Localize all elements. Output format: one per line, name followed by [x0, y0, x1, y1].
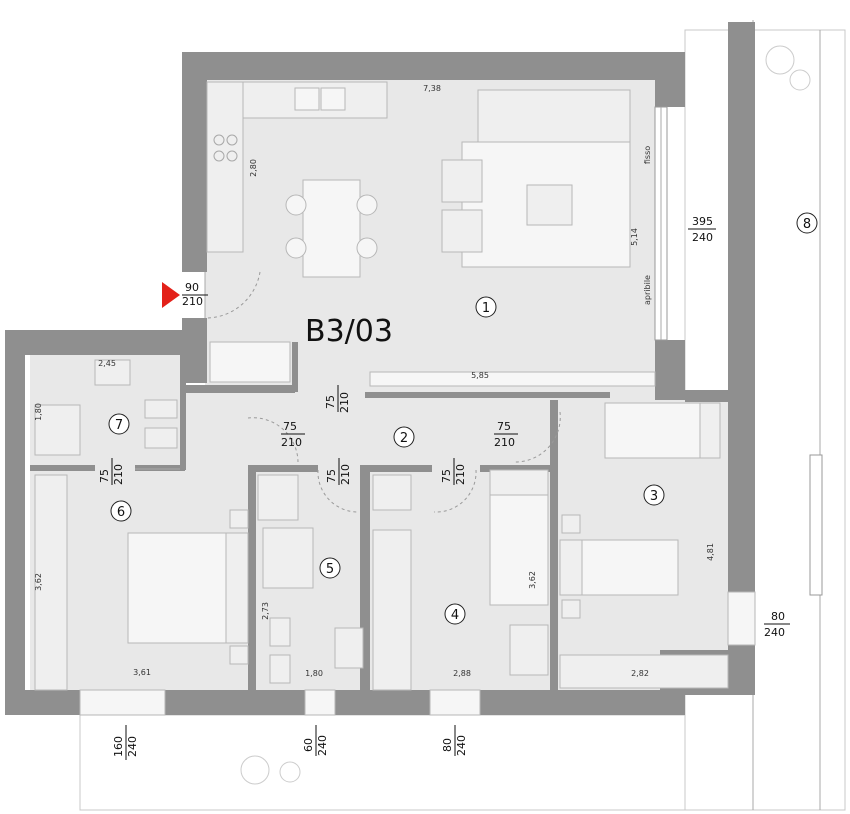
svg-text:210: 210 — [281, 436, 302, 449]
bathroom-7-fixtures — [34, 359, 178, 456]
svg-text:1,80: 1,80 — [34, 403, 43, 421]
svg-text:75: 75 — [497, 420, 511, 433]
svg-text:3: 3 — [650, 489, 658, 504]
svg-text:3,62: 3,62 — [34, 573, 43, 591]
svg-text:210: 210 — [494, 436, 515, 449]
svg-text:7,38: 7,38 — [423, 84, 441, 93]
bedroom-4-furniture — [372, 469, 549, 691]
svg-text:75: 75 — [440, 469, 453, 483]
bedroom-3-furniture — [559, 402, 729, 689]
living-furniture — [441, 89, 631, 268]
svg-text:7: 7 — [115, 418, 123, 433]
svg-text:5,14: 5,14 — [630, 228, 639, 246]
svg-text:210: 210 — [338, 392, 351, 413]
svg-text:60: 60 — [302, 738, 315, 752]
svg-text:1,80: 1,80 — [305, 669, 323, 678]
svg-text:210: 210 — [112, 464, 125, 485]
svg-text:240: 240 — [764, 626, 785, 639]
svg-text:240: 240 — [455, 735, 468, 756]
svg-text:2,88: 2,88 — [453, 669, 471, 678]
svg-text:75: 75 — [324, 395, 337, 409]
svg-text:240: 240 — [692, 231, 713, 244]
svg-text:240: 240 — [316, 735, 329, 756]
svg-text:6: 6 — [117, 505, 125, 520]
room-numbers: 1 2 3 4 5 6 7 8 — [108, 212, 818, 625]
living-window — [654, 106, 668, 341]
svg-text:80: 80 — [441, 738, 454, 752]
svg-text:395: 395 — [692, 215, 713, 228]
kitchen — [206, 81, 388, 253]
dining-table — [285, 179, 378, 278]
svg-text:80: 80 — [771, 610, 785, 623]
walls — [5, 22, 755, 715]
svg-text:210: 210 — [454, 464, 467, 485]
svg-text:2,45: 2,45 — [98, 359, 116, 368]
fixed-note: fisso — [643, 146, 652, 164]
planter-decoration — [240, 45, 823, 785]
svg-text:1: 1 — [482, 301, 490, 316]
opening-labels: 90 210 395 240 80 240 75 210 75 210 75 2… — [98, 215, 790, 760]
svg-text:75: 75 — [98, 469, 111, 483]
entry-arrow-icon — [162, 282, 180, 308]
svg-text:3,62: 3,62 — [528, 571, 537, 589]
svg-text:2: 2 — [400, 431, 408, 446]
dimension-labels: 7,38 5,14 2,80 5,85 2,45 1,80 3,62 3,61 … — [34, 84, 715, 678]
svg-text:5: 5 — [326, 562, 334, 577]
svg-text:210: 210 — [182, 295, 203, 308]
svg-text:4,81: 4,81 — [706, 543, 715, 561]
svg-text:8: 8 — [803, 217, 811, 232]
svg-text:90: 90 — [185, 281, 199, 294]
svg-text:5,85: 5,85 — [471, 371, 489, 380]
terrace-bottom — [79, 714, 686, 811]
svg-text:2,73: 2,73 — [261, 602, 270, 620]
door-swings — [135, 271, 561, 513]
unit-label: B3/03 — [305, 314, 393, 349]
bedroom-6-furniture — [34, 474, 249, 691]
svg-text:240: 240 — [126, 736, 139, 757]
svg-text:2,82: 2,82 — [631, 669, 649, 678]
bathroom-5-fixtures — [257, 474, 364, 684]
svg-text:3,61: 3,61 — [133, 668, 151, 677]
svg-text:2,80: 2,80 — [249, 159, 258, 177]
svg-text:4: 4 — [451, 608, 459, 623]
svg-text:75: 75 — [325, 469, 338, 483]
svg-text:210: 210 — [339, 464, 352, 485]
svg-text:160: 160 — [112, 736, 125, 757]
svg-text:75: 75 — [283, 420, 297, 433]
openable-note: apribile — [643, 275, 652, 305]
